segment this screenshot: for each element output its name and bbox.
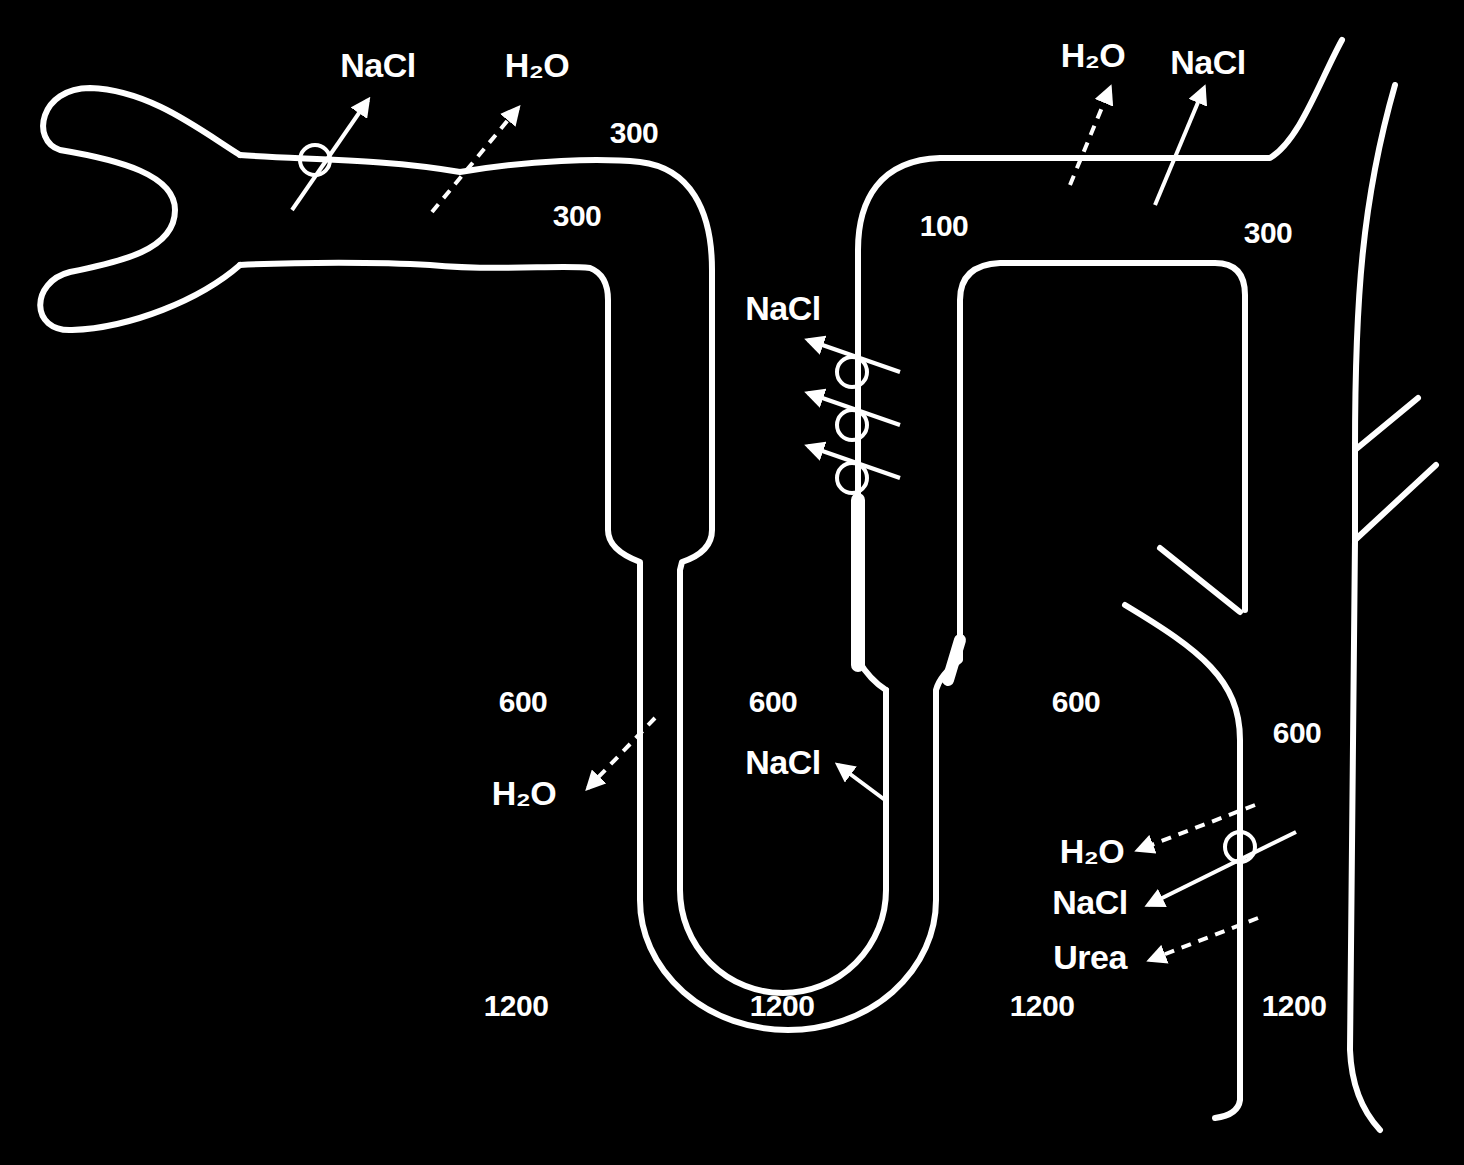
transporter <box>837 357 867 387</box>
osmolality-value: 300 <box>1244 218 1293 248</box>
osmolality-value: 600 <box>499 687 548 717</box>
solute-label: NaCl <box>1170 45 1245 79</box>
osmolality-value: 300 <box>553 201 602 231</box>
osmolality-value: 600 <box>1273 718 1322 748</box>
osmolality-value: 1200 <box>1262 991 1327 1021</box>
osmolality-value: 600 <box>749 687 798 717</box>
solute-label: NaCl <box>745 745 820 779</box>
osmolality-value: 100 <box>920 211 969 241</box>
solute-label: H₂O <box>1061 38 1126 72</box>
thick-wall <box>851 500 865 665</box>
transporter <box>837 410 867 440</box>
osmolality-value: 1200 <box>1010 991 1075 1021</box>
proximal-tubule-lower <box>240 263 1245 1030</box>
solute-label: Urea <box>1053 940 1127 974</box>
solute-label: H₂O <box>492 776 557 810</box>
osmolality-value: 300 <box>610 118 659 148</box>
collecting-duct <box>1350 85 1436 1130</box>
osmolality-value: 1200 <box>750 991 815 1021</box>
collecting-duct <box>1125 605 1240 1118</box>
solute-label: H₂O <box>1060 834 1125 868</box>
solute-label: H₂O <box>505 48 570 82</box>
collecting-duct <box>1160 548 1240 612</box>
ascending-limb <box>858 40 1342 690</box>
solute-label: NaCl <box>1052 885 1127 919</box>
osmolality-value: 600 <box>1052 687 1101 717</box>
transporter <box>837 463 867 493</box>
bowman-capsule <box>40 88 240 330</box>
solute-label: NaCl <box>745 291 820 325</box>
osmolality-value: 1200 <box>484 991 549 1021</box>
proximal-tubule-upper <box>240 155 886 993</box>
solute-label: NaCl <box>340 48 415 82</box>
thick-wall <box>948 640 960 680</box>
